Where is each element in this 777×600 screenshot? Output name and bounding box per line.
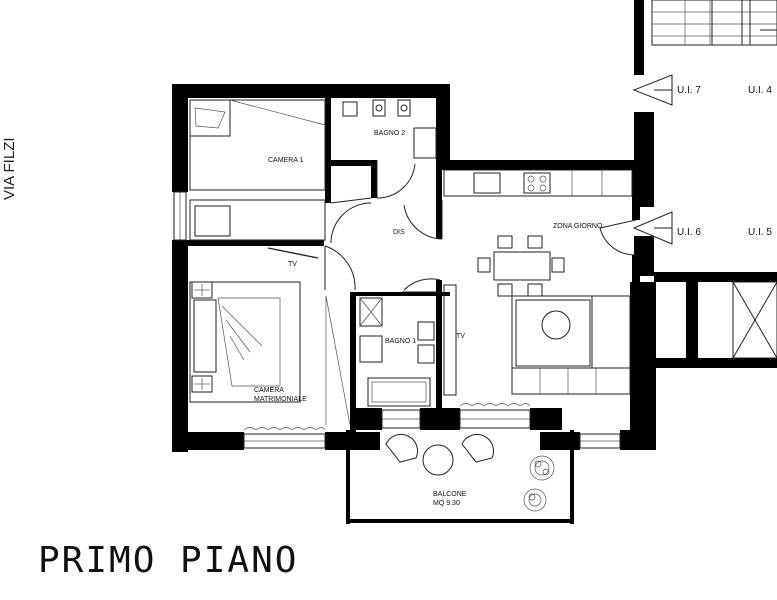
dining-table [477,235,565,297]
street-label: VIA FILZI [1,137,18,200]
staircase [634,0,777,75]
corridor-wall [654,358,777,368]
room-label-camera-line1: CAMERA [254,387,284,394]
room-label-dis: DIS [393,229,405,236]
room-label-balcone: BALCONE [433,491,467,498]
nightstand [191,281,213,299]
door-swing-marks [243,427,326,431]
floor-title: PRIMO PIANO [38,540,299,581]
toilet [417,321,435,341]
bidet [397,99,411,117]
nightstand [191,375,213,393]
tv-label: TV [456,333,465,340]
room-label-camera-1: CAMERA 1 [268,157,304,164]
room-label-zona-giorno: ZONA GIORNO [553,223,603,230]
corridor-wall [686,275,698,367]
kitchen-counter [443,169,633,197]
shower [413,127,437,159]
room-label-bagno-2: BAGNO 2 [374,130,405,137]
washing-machine [359,335,383,363]
shower [359,297,383,327]
desk [189,199,326,241]
window [381,409,421,429]
room-label-balcone-area: MQ 9.30 [433,500,460,507]
unit-label-4: U.I. 4 [748,85,772,96]
corridor-wall [654,272,777,282]
room-label-matrimoniale-line2: MATRIMONIALE [254,396,307,403]
room-label-bagno-1: BAGNO 1 [385,338,416,345]
sofa [511,295,631,395]
plant [529,455,555,481]
unit-label-7: U.I. 7 [677,85,701,96]
interior-walls [188,98,450,432]
door [330,197,372,244]
entrance-door [599,219,637,256]
window [579,433,621,449]
plant [523,488,547,512]
wardrobe [325,295,351,426]
tv-label: TV [288,261,297,268]
door [402,278,441,293]
bidet [417,344,435,364]
tv [443,284,457,396]
door-swing-marks [459,403,531,407]
balcony-table [385,433,495,476]
tv [267,247,319,259]
window [243,433,326,449]
bed-double [189,281,301,403]
window [173,191,187,241]
unit-door-marker [632,74,673,106]
unit-label-5: U.I. 5 [748,227,772,238]
window [459,409,531,429]
bathtub [367,377,431,407]
toilet [342,101,358,117]
exterior-walls [172,84,656,452]
door [376,160,416,199]
door [403,200,443,240]
balcony [346,430,574,524]
elevator-shaft [732,281,777,359]
door [324,245,356,291]
unit-door-marker [632,211,673,245]
bed-single [189,99,326,191]
unit-label-6: U.I. 6 [677,227,701,238]
sink [372,99,386,117]
